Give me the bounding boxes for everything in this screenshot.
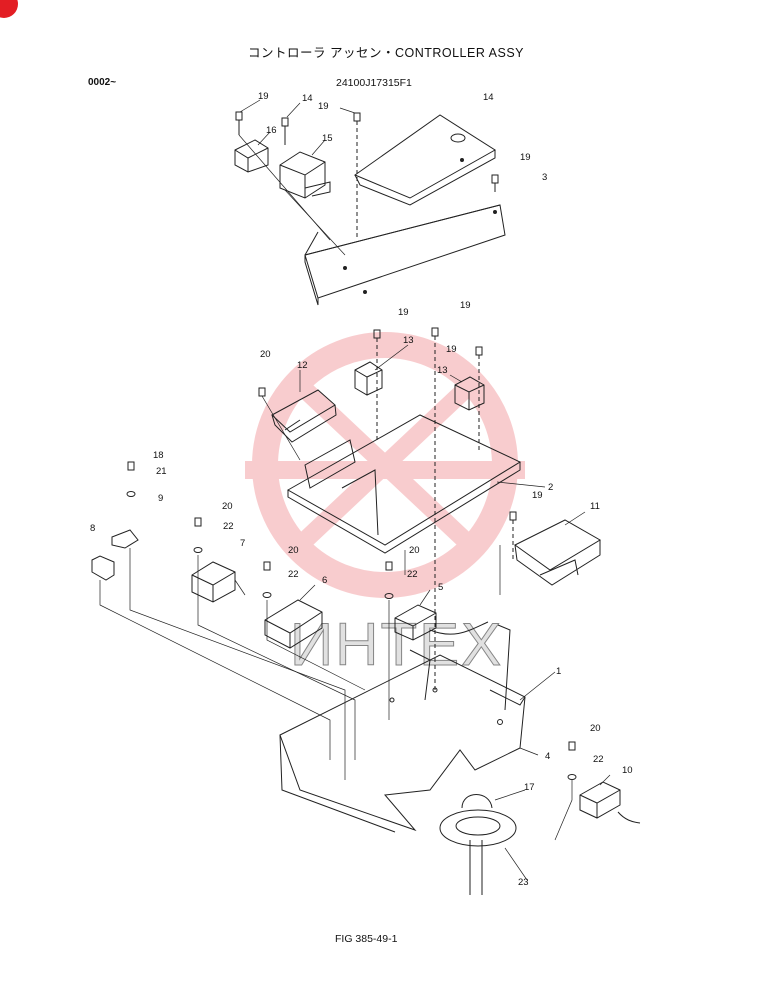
callout-13b: 13 [437, 365, 448, 376]
unit-16 [234, 139, 269, 173]
corner-brand-mark [0, 0, 18, 18]
callout-19b: 19 [318, 101, 329, 112]
callout-19d: 19 [460, 300, 471, 311]
top-bolts [235, 111, 499, 240]
callout-6: 6 [322, 575, 327, 586]
callout-19a: 19 [258, 91, 269, 102]
top-leader-lines [238, 99, 356, 256]
callout-5: 5 [438, 582, 443, 593]
callout-19e: 19 [398, 307, 409, 318]
unit-5 [394, 604, 489, 641]
callout-8: 8 [90, 523, 95, 534]
callout-22d: 22 [593, 754, 604, 765]
part-8 [91, 555, 115, 581]
callout-19c: 19 [520, 152, 531, 163]
lower-bolts [126, 461, 577, 780]
callout-3: 3 [542, 172, 547, 183]
callout-22a: 22 [223, 521, 234, 532]
callout-10: 10 [622, 765, 633, 776]
callout-12: 12 [297, 360, 308, 371]
callout-22b: 22 [288, 569, 299, 580]
watermark-logo [245, 332, 525, 598]
callout-9: 9 [158, 493, 163, 504]
callout-11: 11 [590, 501, 600, 512]
controller-11 [514, 519, 601, 586]
callout-1: 1 [556, 666, 561, 677]
callout-4: 4 [545, 751, 550, 762]
serial-range: 0002~ [88, 77, 117, 88]
callout-18: 18 [153, 450, 164, 461]
unit-7 [191, 561, 236, 603]
callout-20e: 20 [590, 723, 601, 734]
callout-14b: 14 [483, 92, 494, 103]
callout-22c: 22 [407, 569, 418, 580]
assembly-part-number: 24100J17315F1 [336, 77, 412, 89]
callout-17: 17 [524, 782, 535, 793]
callout-20c: 20 [288, 545, 299, 556]
part-9 [111, 529, 139, 549]
middle-leader-lines [261, 344, 586, 595]
unit-15 [279, 151, 331, 199]
callout-19f: 19 [446, 344, 457, 355]
callout-19g: 19 [532, 490, 543, 501]
unit-10 [579, 781, 641, 824]
callout-15: 15 [322, 133, 333, 144]
callout-13a: 13 [403, 335, 414, 346]
upper-mounting-plate [304, 204, 506, 306]
figure-number: FIG 385-49-1 [335, 933, 398, 945]
harness-23 [461, 794, 493, 895]
unit-6 [264, 599, 323, 649]
relay-13-right [454, 376, 485, 411]
middle-bolts [258, 327, 517, 690]
callout-21: 21 [156, 466, 167, 477]
grommet-17 [439, 809, 517, 847]
diagram-title: コントローラ アッセン・CONTROLLER ASSY [247, 46, 525, 60]
callout-16: 16 [266, 125, 277, 136]
middle-mounting-plate-2 [286, 414, 522, 554]
lower-leader-lines [99, 548, 611, 881]
base-frame-1 [279, 624, 526, 833]
controller-unit-14 [353, 114, 496, 206]
callout-2: 2 [548, 482, 553, 493]
module-12 [271, 389, 337, 443]
callout-20b: 20 [222, 501, 233, 512]
callout-numbers: 1 2 3 4 5 6 7 8 9 10 11 12 13 13 14 14 1… [90, 91, 633, 888]
callout-20d: 20 [409, 545, 420, 556]
callout-14a: 14 [302, 93, 313, 104]
callout-23: 23 [518, 877, 529, 888]
relay-13-left [354, 361, 383, 396]
callout-7: 7 [240, 538, 245, 549]
watermark-text: ИНТЕХ [290, 611, 503, 678]
callout-20a: 20 [260, 349, 271, 360]
